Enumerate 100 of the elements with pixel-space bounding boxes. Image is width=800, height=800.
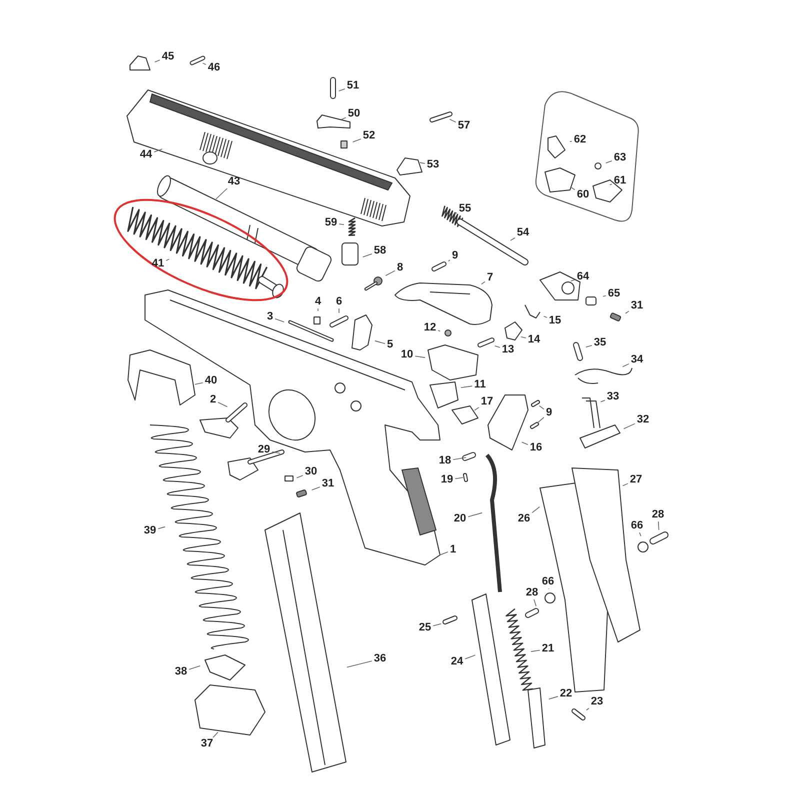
leader-line (154, 148, 163, 152)
callout-number: 2 (208, 394, 218, 406)
leader-line (605, 160, 612, 164)
callout-number: 5 (386, 340, 394, 350)
leader-line (570, 279, 576, 282)
callout-number: 65 (606, 288, 622, 300)
leader-line (448, 260, 450, 262)
callout-number: 14 (526, 334, 542, 346)
leader-line (454, 212, 458, 214)
leader-line (622, 483, 628, 486)
leader-line (481, 281, 486, 285)
leader-line (449, 118, 456, 123)
callout-number: 27 (628, 474, 644, 486)
callout-number: 26 (516, 514, 532, 524)
callout-number: 33 (606, 392, 620, 402)
leader-line (338, 88, 346, 92)
leader-line (520, 336, 526, 338)
callout-number: 38 (174, 666, 188, 678)
leader-line (296, 474, 304, 478)
leader-line (536, 416, 544, 424)
callout-number: 52 (362, 130, 376, 142)
callout-number: 8 (396, 262, 404, 274)
leader-line (539, 405, 544, 410)
leader-line (585, 345, 592, 348)
callout-number: 44 (138, 150, 154, 160)
callout-number: 66 (630, 520, 644, 532)
leader-line (625, 310, 630, 314)
callout-number: 20 (452, 514, 468, 524)
callout-number: 64 (576, 272, 590, 282)
leader-line (468, 512, 482, 518)
leader-line (600, 400, 606, 402)
leader-line (464, 654, 476, 660)
leader-line (374, 340, 386, 344)
leader-line (414, 356, 426, 358)
leader-line (212, 732, 218, 738)
callout-number: 34 (630, 354, 644, 366)
leader-line (346, 660, 372, 668)
callout-number: 22 (558, 688, 574, 700)
leader-line (530, 650, 540, 652)
leader-line (571, 187, 576, 190)
callout-number: 36 (372, 654, 388, 664)
callout-number: 43 (226, 176, 242, 188)
callout-number: 9 (544, 408, 554, 418)
callout-number: 50 (346, 108, 362, 120)
callout-number: 18 (438, 456, 452, 466)
callout-number: 28 (524, 588, 540, 598)
callout-number: 40 (204, 376, 218, 386)
callout-number: 62 (572, 134, 588, 146)
leader-line (338, 224, 344, 226)
leader-line (352, 138, 362, 142)
callout-number: 59 (324, 218, 338, 228)
leader-line (216, 188, 228, 200)
leader-line (532, 506, 540, 514)
leader-line (385, 270, 396, 276)
callout-number: 35 (592, 338, 608, 348)
callout-number: 45 (160, 52, 176, 62)
leader-line (362, 253, 372, 258)
callout-number: 66 (540, 576, 556, 588)
callout-number: 30 (304, 466, 318, 478)
callout-number: 25 (418, 622, 432, 634)
callout-number: 12 (422, 322, 438, 334)
leader-line (439, 552, 448, 556)
callout-number: 19 (440, 474, 454, 486)
callout-number: 60 (576, 190, 590, 200)
leader-line (340, 117, 346, 120)
callout-number: 54 (516, 228, 530, 238)
callout-number: 53 (426, 160, 440, 170)
leader-line (474, 407, 480, 411)
callout-number: 55 (458, 204, 472, 214)
leader-line (494, 346, 500, 348)
callout-number: 1 (448, 544, 458, 556)
callout-number: 3 (266, 312, 274, 322)
leader-line (548, 696, 558, 700)
callout-number: 11 (473, 380, 487, 390)
callout-number: 9 (450, 250, 460, 262)
leader-line (202, 62, 206, 65)
callout-number: 46 (206, 62, 222, 74)
leader-line (158, 526, 166, 530)
callout-number: 16 (528, 442, 544, 454)
leader-line (274, 318, 285, 322)
callout-number: 41 (150, 258, 166, 270)
leader-line (609, 184, 612, 186)
leader-line (454, 477, 464, 480)
callout-number: 24 (450, 656, 464, 668)
callout-number: 28 (650, 510, 666, 520)
leader-line (543, 316, 548, 318)
callout-number: 63 (612, 152, 628, 164)
callout-number: 6 (334, 296, 344, 308)
callout-number: 51 (346, 80, 360, 92)
leader-line (586, 708, 590, 711)
callout-number: 57 (456, 120, 472, 132)
leader-line (432, 623, 442, 626)
callout-number: 29 (256, 444, 272, 456)
callout-number: 23 (590, 696, 604, 708)
leader-line (311, 486, 320, 490)
leader-line (188, 666, 201, 670)
leader-line (338, 308, 340, 314)
callout-number: 13 (500, 344, 516, 356)
callout-number: 21 (540, 644, 556, 654)
leader-line (452, 457, 466, 460)
